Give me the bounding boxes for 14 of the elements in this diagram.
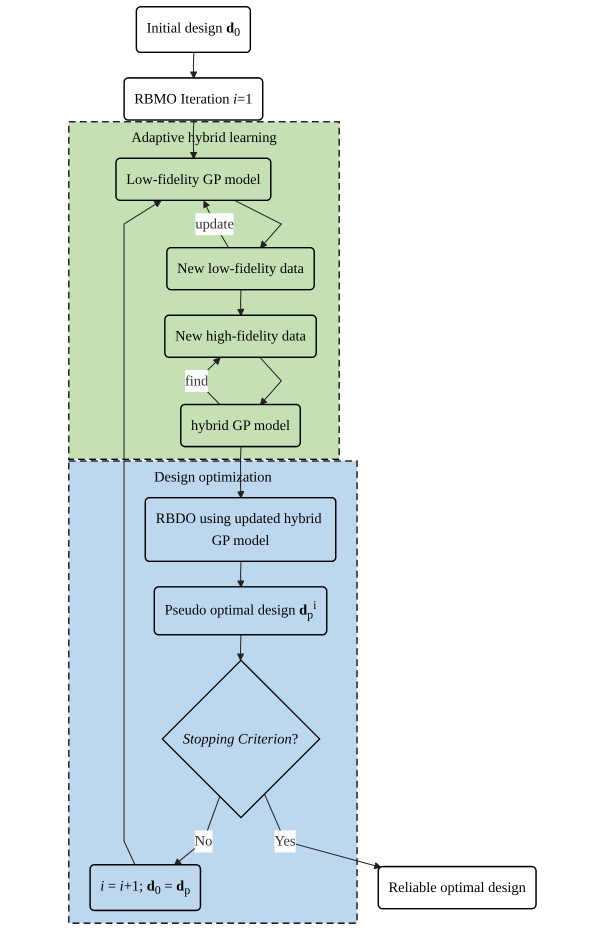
edge-label: find: [185, 372, 208, 389]
arrow: [235, 200, 282, 248]
edge-label: Yes: [274, 832, 296, 850]
edge-label: No: [194, 832, 212, 850]
arrow: [264, 794, 382, 870]
arrow: [237, 562, 245, 588]
arrow: [260, 357, 282, 406]
arrow: [190, 52, 198, 79]
arrow: [236, 635, 244, 661]
arrow: [124, 200, 162, 866]
node-diamond: Stopping Criterion?: [161, 659, 321, 819]
arrow: [237, 290, 245, 316]
arrow: [174, 796, 220, 866]
edge-label: update: [195, 216, 234, 232]
